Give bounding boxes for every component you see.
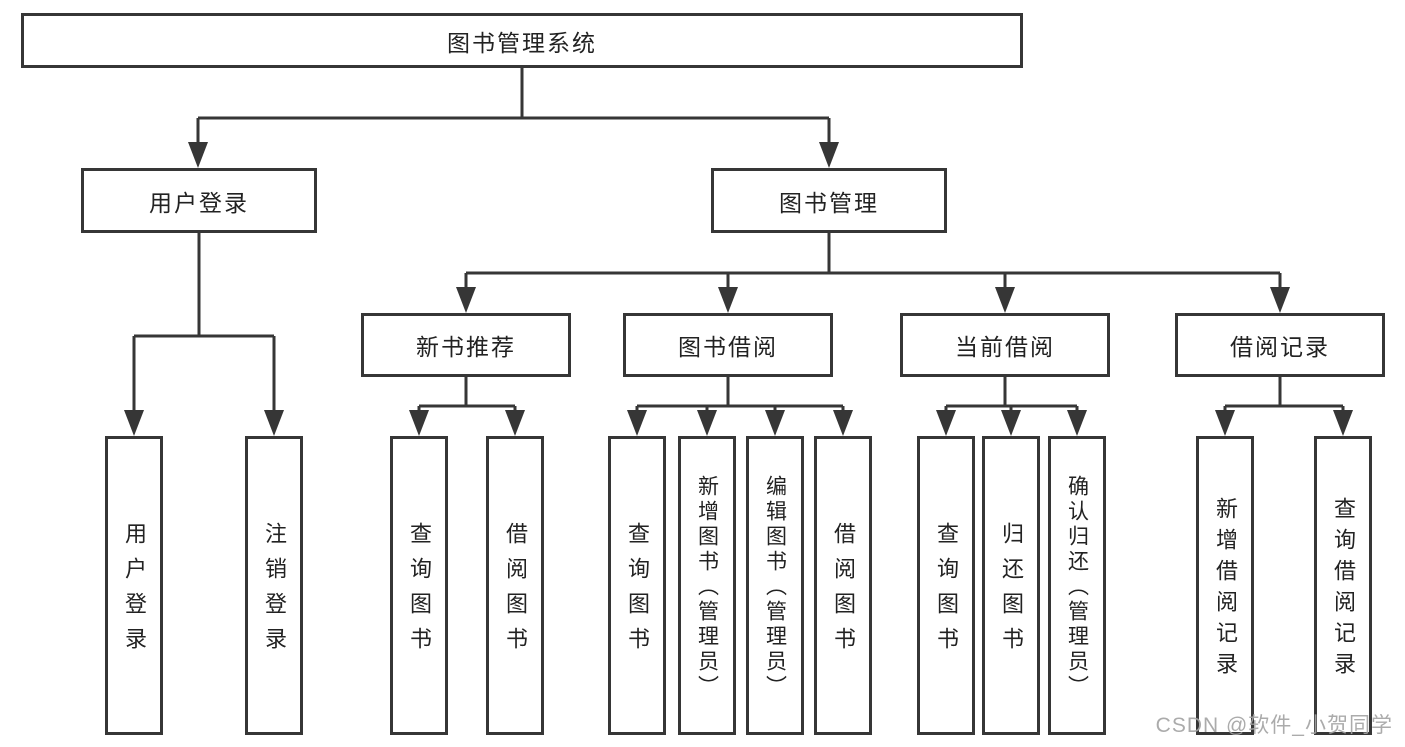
leaf-user-login: 用户登录 [105, 436, 163, 735]
node-label: 用户登录 [149, 189, 249, 216]
node-current-borrow: 当前借阅 [900, 313, 1110, 377]
arrow-icon [819, 142, 839, 168]
node-label: 确认归还（管理员） [1065, 475, 1089, 700]
arrow-icon [718, 287, 738, 313]
arrow-icon [505, 410, 525, 436]
arrow-icon [936, 410, 956, 436]
arrow-icon [124, 410, 144, 436]
leaf-borrow-books-recommend: 借阅图书 [486, 436, 544, 735]
node-label: 图书管理 [779, 189, 879, 216]
node-label: 借阅记录 [1230, 334, 1330, 360]
leaf-add-borrow-record: 新增借阅记录 [1196, 436, 1254, 735]
arrow-icon [409, 410, 429, 436]
node-label: 归还图书 [999, 522, 1024, 662]
node-label: 查询图书 [625, 522, 650, 662]
node-label: 查询借阅记录 [1331, 497, 1356, 683]
arrow-icon [1270, 287, 1290, 313]
leaf-edit-books-admin: 编辑图书（管理员） [746, 436, 804, 735]
node-label: 借阅图书 [831, 522, 856, 662]
node-library-system: 图书管理系统 [21, 13, 1023, 68]
node-label: 图书管理系统 [447, 29, 597, 56]
leaf-query-books-borrow: 查询图书 [608, 436, 666, 735]
arrow-icon [264, 410, 284, 436]
leaf-query-borrow-record: 查询借阅记录 [1314, 436, 1372, 735]
leaf-return-books: 归还图书 [982, 436, 1040, 735]
leaf-logout-login: 注销登录 [245, 436, 303, 735]
node-book-borrow: 图书借阅 [623, 313, 833, 377]
node-label: 借阅图书 [503, 522, 528, 662]
arrow-icon [697, 410, 717, 436]
leaf-add-books-admin: 新增图书（管理员） [678, 436, 736, 735]
node-user-login: 用户登录 [81, 168, 317, 233]
leaf-query-books-recommend: 查询图书 [390, 436, 448, 735]
arrowheads [124, 142, 1353, 436]
node-book-management: 图书管理 [711, 168, 947, 233]
node-label: 用户登录 [122, 522, 147, 662]
arrow-icon [1333, 410, 1353, 436]
node-label: 新书推荐 [416, 334, 516, 360]
arrow-icon [188, 142, 208, 168]
arrow-icon [1215, 410, 1235, 436]
arrow-icon [1001, 410, 1021, 436]
arrow-icon [833, 410, 853, 436]
node-label: 查询图书 [407, 522, 432, 662]
leaf-query-books-current: 查询图书 [917, 436, 975, 735]
arrow-icon [1067, 410, 1087, 436]
node-borrow-records: 借阅记录 [1175, 313, 1385, 377]
arrow-icon [995, 287, 1015, 313]
node-label: 查询图书 [934, 522, 959, 662]
node-label: 图书借阅 [678, 334, 778, 360]
csdn-watermark: CSDN @软件_小贺同学 [1155, 714, 1393, 737]
arrow-icon [627, 410, 647, 436]
node-label: 编辑图书（管理员） [763, 475, 787, 700]
arrow-icon [456, 287, 476, 313]
node-label: 当前借阅 [955, 334, 1055, 360]
node-label: 注销登录 [262, 522, 287, 662]
node-new-book-recommend: 新书推荐 [361, 313, 571, 377]
leaf-confirm-return-admin: 确认归还（管理员） [1048, 436, 1106, 735]
leaf-borrow-books-borrow: 借阅图书 [814, 436, 872, 735]
node-label: 新增图书（管理员） [695, 475, 719, 700]
arrow-icon [765, 410, 785, 436]
node-label: 新增借阅记录 [1213, 497, 1238, 683]
